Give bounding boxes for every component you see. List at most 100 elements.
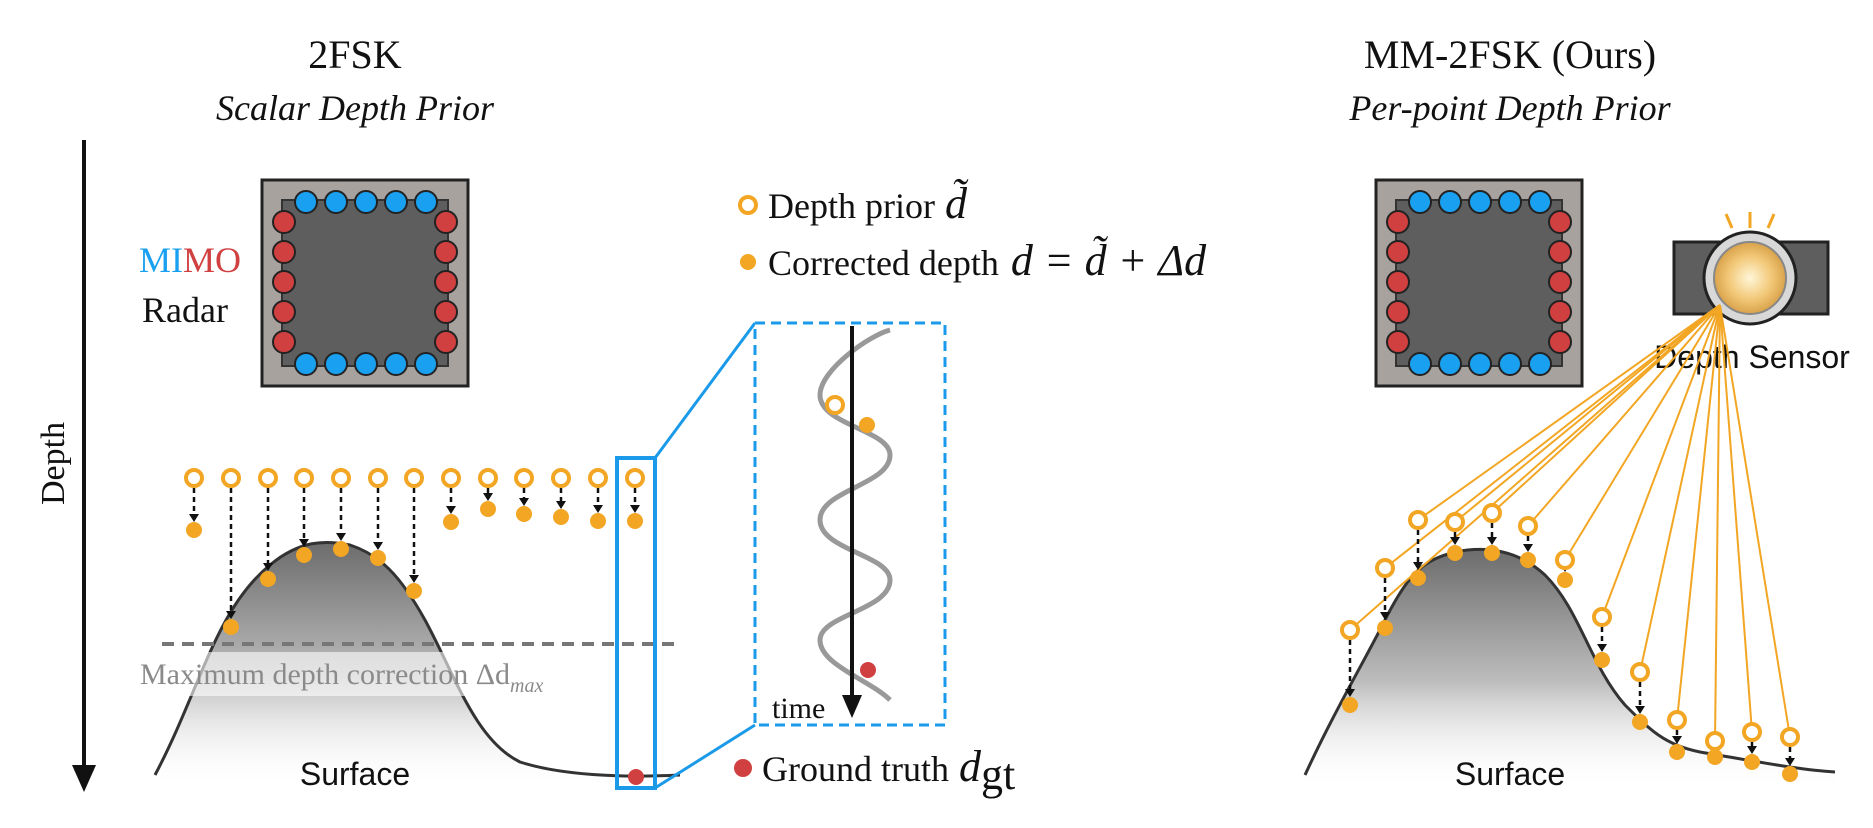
antenna-red	[1548, 330, 1572, 354]
corrected-point	[406, 583, 422, 599]
sensor-ray	[1527, 304, 1721, 527]
antenna-red	[1386, 330, 1410, 354]
corrected-point	[1744, 754, 1760, 770]
corrected-point	[1669, 744, 1685, 760]
ground-truth-point	[628, 769, 644, 785]
prior-point	[1482, 503, 1502, 523]
antenna-blue	[354, 190, 378, 214]
antenna-red	[272, 330, 296, 354]
correction-arrowhead	[1635, 706, 1645, 714]
surface-right-fill	[1300, 549, 1835, 790]
antenna-red	[272, 240, 296, 264]
right-subtitle: Per-point Depth Prior	[1348, 88, 1671, 128]
corrected-point	[1342, 697, 1358, 713]
zoom-gt-point	[860, 662, 876, 678]
zoom-wave	[817, 327, 893, 702]
time-axis-arrow	[842, 695, 862, 718]
prior-point	[1555, 550, 1575, 570]
antenna-red	[434, 270, 458, 294]
correction-arrowhead	[1380, 612, 1390, 620]
antenna-red	[434, 330, 458, 354]
prior-point	[441, 468, 461, 488]
prior-point	[1667, 710, 1687, 730]
prior-point	[1742, 722, 1762, 742]
corrected-point	[516, 506, 532, 522]
corrected-point	[590, 513, 606, 529]
corrected-point	[260, 571, 276, 587]
legend-gt-marker	[734, 759, 752, 777]
correction-arrowhead	[1785, 758, 1795, 766]
max-depth-label: Maximum depth correction Δdmax	[140, 658, 543, 697]
prior-point	[1408, 510, 1428, 530]
antenna-blue	[1528, 352, 1552, 376]
corrected-point	[1557, 572, 1573, 588]
mimo-label: MIMO	[139, 240, 241, 280]
correction-arrowhead	[593, 505, 603, 513]
prior-point	[588, 468, 608, 488]
antenna-blue	[354, 352, 378, 376]
sensor-ray	[1454, 304, 1721, 523]
prior-point	[1780, 727, 1800, 747]
antenna-blue	[294, 352, 318, 376]
antenna-blue	[384, 190, 408, 214]
corrected-point	[333, 541, 349, 557]
antenna-red	[434, 300, 458, 324]
antenna-red	[272, 300, 296, 324]
antenna-blue	[1468, 352, 1492, 376]
correction-arrowhead	[1487, 537, 1497, 545]
antenna-red	[1386, 300, 1410, 324]
prior-point	[1705, 731, 1725, 751]
corrected-point	[480, 501, 496, 517]
antenna-red	[434, 240, 458, 264]
depth-axis: Depth	[35, 140, 96, 792]
corrected-point	[1520, 552, 1536, 568]
sensor-ray	[1719, 304, 1753, 733]
prior-point	[551, 468, 571, 488]
antenna-red	[1548, 270, 1572, 294]
corrected-point	[370, 550, 386, 566]
correction-arrowhead	[1523, 544, 1533, 552]
antenna-red	[272, 270, 296, 294]
antenna-blue	[1408, 352, 1432, 376]
corrected-point	[1377, 620, 1393, 636]
prior-point	[258, 468, 278, 488]
depth-sensor-label: Depth Sensor	[1654, 339, 1850, 375]
correction-arrowhead	[1672, 736, 1682, 744]
correction-arrowhead	[1450, 537, 1460, 545]
corrected-point	[1782, 766, 1798, 782]
antenna-blue	[384, 352, 408, 376]
sensor-ray	[1417, 304, 1721, 521]
correction-arrowhead	[189, 514, 199, 522]
sensor-ray	[1719, 304, 1791, 738]
sensor-ray	[1564, 304, 1721, 561]
sensor-ray	[1714, 304, 1721, 742]
correction-arrowhead	[409, 575, 419, 583]
right-depth-points	[1340, 304, 1800, 782]
sensor-ray	[1676, 304, 1721, 721]
antenna-blue	[414, 190, 438, 214]
prior-point	[184, 468, 204, 488]
correction-arrowhead	[483, 493, 493, 501]
corrected-point	[443, 514, 459, 530]
zoom-corrected-point	[859, 417, 875, 433]
corrected-point	[627, 513, 643, 529]
prior-point	[368, 468, 388, 488]
corrected-point	[1484, 545, 1500, 561]
correction-arrowhead	[263, 563, 273, 571]
prior-point	[221, 468, 241, 488]
corrected-point	[1632, 714, 1648, 730]
correction-arrowhead	[373, 542, 383, 550]
antenna-blue	[1468, 190, 1492, 214]
correction-arrowhead	[299, 539, 309, 547]
antenna-blue	[294, 190, 318, 214]
corrected-point	[1707, 749, 1723, 765]
correction-arrowhead	[556, 501, 566, 509]
antenna-red	[1386, 240, 1410, 264]
zoom-connector-top	[653, 322, 757, 459]
antenna-red	[1548, 210, 1572, 234]
prior-point	[404, 468, 424, 488]
correction-arrowhead	[1597, 644, 1607, 652]
antenna-blue	[324, 352, 348, 376]
correction-arrowhead	[1345, 689, 1355, 697]
